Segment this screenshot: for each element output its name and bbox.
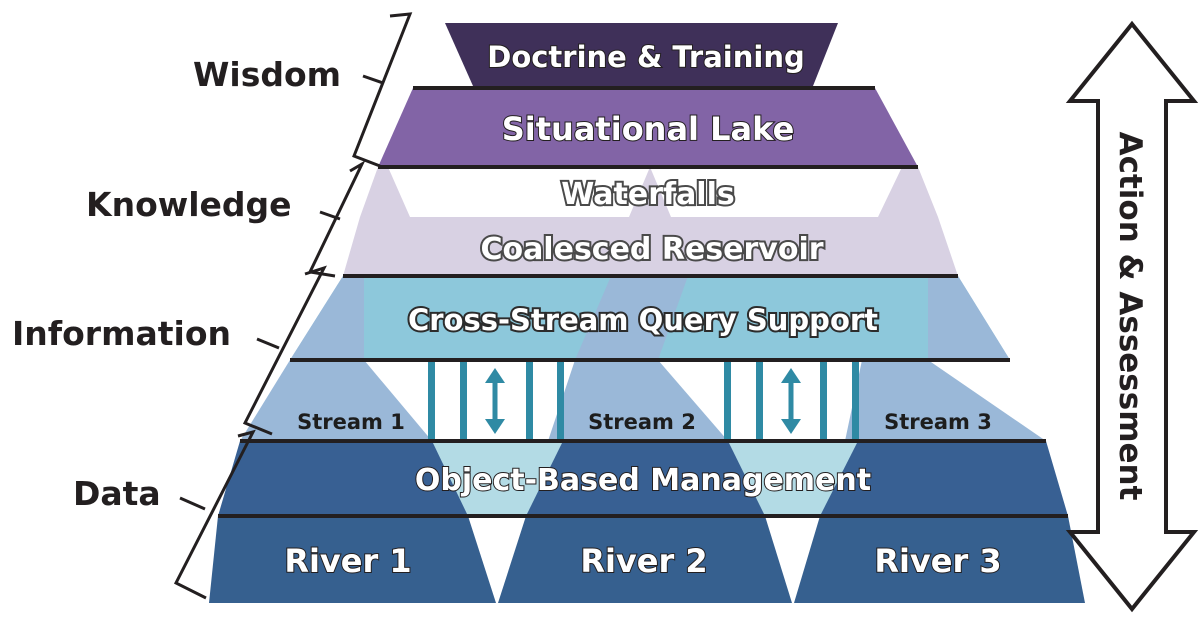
object-management-light-left bbox=[432, 441, 563, 516]
stream-3-label: Stream 3 bbox=[884, 410, 992, 434]
information-level-label: Information bbox=[12, 314, 231, 353]
information-tick bbox=[256, 337, 280, 350]
data-bracket bbox=[173, 429, 256, 600]
exchange-arrow-right-icon bbox=[781, 368, 801, 434]
ladder-bar bbox=[820, 362, 827, 439]
action-assessment-label: Action & Assessment bbox=[1112, 132, 1148, 501]
ladder-bar bbox=[756, 362, 763, 439]
reservoir-label: Coalesced Reservoir bbox=[480, 232, 823, 267]
river-2-shape bbox=[498, 516, 792, 603]
query-center-triangle bbox=[575, 276, 688, 360]
river-row bbox=[209, 516, 1085, 603]
stream-3-shape bbox=[845, 360, 1046, 441]
information-bracket bbox=[242, 265, 327, 436]
stream-1-label: Stream 1 bbox=[297, 410, 405, 434]
exchange-arrow-left-icon bbox=[485, 368, 505, 434]
waterfalls-center-wedge bbox=[629, 167, 671, 217]
query-band bbox=[290, 276, 1010, 360]
level-brackets bbox=[173, 12, 413, 600]
query-edge-left bbox=[290, 276, 364, 360]
river-1-label: River 1 bbox=[284, 542, 411, 580]
ladder-bar bbox=[724, 362, 731, 439]
knowledge-tick bbox=[319, 210, 341, 221]
data-level-label: Data bbox=[73, 474, 161, 513]
query-edge-right bbox=[928, 276, 1010, 360]
wisdom-level-label: Wisdom bbox=[193, 55, 341, 94]
doctrine-band bbox=[445, 23, 838, 86]
waterfalls-right-wedge bbox=[878, 167, 938, 217]
river-1-shape bbox=[209, 516, 496, 603]
query-label: Cross-Stream Query Support bbox=[408, 303, 878, 337]
ladder-bar bbox=[557, 362, 564, 439]
waterfalls-band bbox=[360, 167, 938, 217]
object-management-label: Object-Based Management bbox=[415, 463, 871, 498]
ladder-bar bbox=[852, 362, 859, 439]
ladder-bars bbox=[428, 362, 859, 439]
doctrine-label: Doctrine & Training bbox=[487, 40, 805, 74]
ladder-bar bbox=[460, 362, 467, 439]
lake-label: Situational Lake bbox=[502, 110, 795, 148]
wisdom-tick bbox=[362, 74, 384, 85]
ladder-bar bbox=[526, 362, 533, 439]
river-3-label: River 3 bbox=[874, 542, 1001, 580]
stream-2-label: Stream 2 bbox=[588, 410, 696, 434]
wisdom-bracket bbox=[352, 12, 413, 168]
ladder-bar bbox=[428, 362, 435, 439]
knowledge-level-label: Knowledge bbox=[86, 185, 292, 224]
double-arrow-icon bbox=[1065, 20, 1199, 613]
separator-lines bbox=[218, 86, 1068, 518]
waterfalls-left-wedge bbox=[360, 167, 410, 217]
waterfalls-label: Waterfalls bbox=[561, 177, 734, 212]
stream-1-shape bbox=[240, 360, 432, 441]
object-management-band bbox=[218, 441, 1068, 516]
stream-2-shape bbox=[548, 360, 728, 441]
data-tick bbox=[179, 496, 206, 511]
object-management-bg bbox=[218, 441, 1068, 516]
object-management-light-right bbox=[728, 441, 858, 516]
reservoir-band bbox=[343, 217, 958, 276]
lake-band bbox=[378, 88, 918, 167]
river-3-shape bbox=[794, 516, 1085, 603]
river-2-label: River 2 bbox=[580, 542, 707, 580]
